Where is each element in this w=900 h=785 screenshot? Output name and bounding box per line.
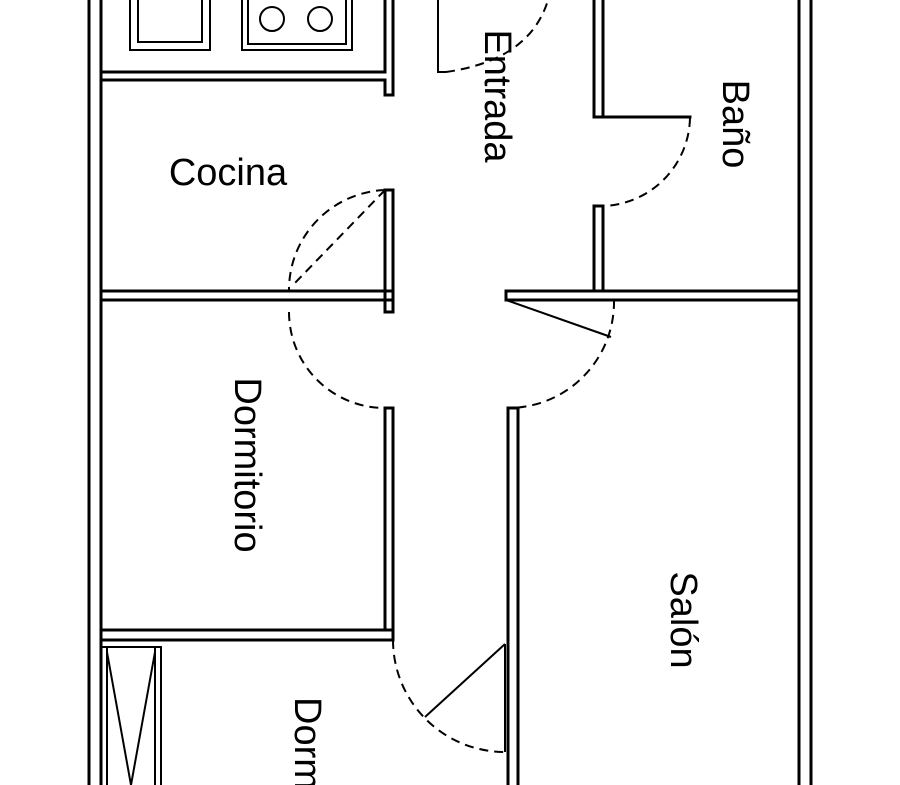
bedroom-bottom-wall	[99, 628, 395, 642]
bath-living-wall	[504, 289, 801, 302]
room-label-bano: Baño	[714, 80, 756, 169]
room-label-dormitorio: Dormitorio	[226, 377, 268, 552]
room-label-dormitorio-2: Dorm	[286, 697, 328, 785]
room-label-cocina: Cocina	[169, 152, 288, 194]
room-label-salon: Salón	[662, 571, 704, 668]
living-wall	[506, 406, 520, 785]
living-door	[505, 299, 616, 409]
stove-icon	[241, 0, 353, 51]
bedroom2-door	[392, 639, 506, 753]
kitchen-door	[287, 189, 386, 291]
bathroom-wall	[592, 0, 692, 293]
kitchen-counter	[99, 0, 395, 97]
kitchen-wall	[383, 188, 395, 302]
entrance-door	[437, 0, 549, 73]
bedroom-door	[288, 311, 386, 409]
outer-walls	[87, 0, 813, 785]
bedroom-wall	[383, 406, 395, 632]
sink-icon	[129, 0, 211, 51]
bathroom-door	[602, 117, 691, 207]
wardrobe	[101, 646, 162, 785]
kitchen-bedroom-wall	[99, 289, 395, 314]
room-label-entrada: Entrada	[476, 29, 518, 163]
